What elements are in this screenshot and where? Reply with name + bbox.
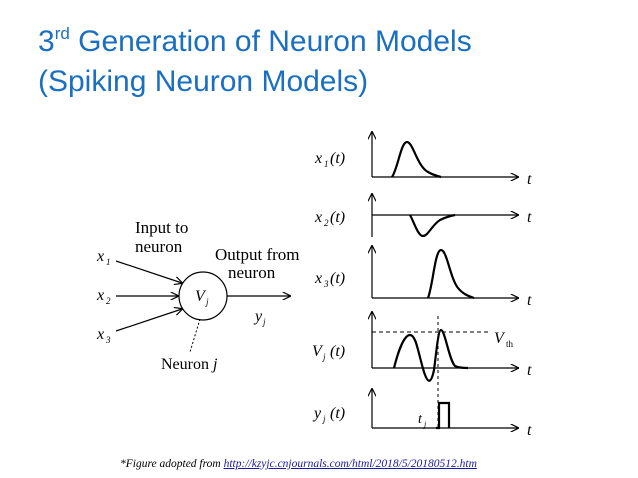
input-x2-label: x 2	[96, 287, 111, 306]
output-spike-pulse	[436, 401, 451, 430]
caption-prefix: *Figure adopted from	[120, 458, 224, 470]
svg-text:t: t	[418, 412, 423, 427]
x2-pulse-curve	[409, 213, 456, 238]
input-arrow-1	[115, 260, 182, 283]
title-line-1: 3rd Generation of Neuron Models	[38, 22, 472, 62]
plot-x2: x 2 (t) t	[314, 194, 532, 238]
svg-text:x: x	[314, 270, 322, 287]
x1-pulse-curve	[391, 140, 442, 179]
plot-x3: x 3 (t) t	[314, 246, 532, 309]
output-label-line2: neuron	[228, 263, 276, 282]
svg-text:1: 1	[324, 159, 329, 169]
input-label-line1: Input to	[135, 218, 188, 237]
svg-text:(t): (t)	[330, 150, 345, 167]
membrane-potential-curve	[392, 328, 469, 382]
svg-text:(t): (t)	[330, 405, 345, 422]
neuron-diagram: Input to neuron Output from neuron x 1 x…	[96, 218, 300, 373]
title-superscript: rd	[54, 24, 70, 43]
svg-text:3: 3	[323, 279, 329, 289]
title-line-2: (Spiking Neuron Models)	[38, 65, 369, 98]
svg-text:x: x	[96, 326, 104, 343]
svg-text:t: t	[527, 422, 532, 439]
neuron-potential-label: V j	[195, 288, 209, 307]
svg-text:x: x	[314, 150, 322, 167]
plot-yj: y j (t) t j t	[312, 389, 532, 439]
svg-text:1: 1	[106, 257, 111, 267]
input-label-line2: neuron	[135, 237, 183, 256]
title-ordinal: 3	[38, 25, 55, 58]
slide-title: 3rd Generation of Neuron Models (Spiking…	[38, 22, 472, 102]
svg-text:j: j	[262, 317, 266, 327]
plot-x1: x 1 (t) t	[314, 132, 532, 188]
output-label-line1: Output from	[215, 245, 300, 264]
svg-text:t: t	[527, 171, 532, 188]
svg-text:V: V	[494, 330, 506, 347]
svg-text:(t): (t)	[330, 270, 345, 287]
figure-caption: *Figure adopted from http://kzyjc.cnjour…	[120, 458, 477, 470]
x3-pulse-curve	[426, 248, 475, 300]
svg-text:j: j	[322, 414, 326, 424]
svg-text:2: 2	[324, 218, 329, 228]
svg-text:3: 3	[105, 335, 111, 345]
title-text: Generation of Neuron Models	[69, 25, 472, 58]
svg-text:j: j	[322, 352, 326, 362]
svg-text:j: j	[423, 420, 427, 429]
svg-text:th: th	[506, 339, 514, 349]
svg-text:x: x	[96, 248, 104, 265]
input-arrow-3	[115, 309, 182, 332]
svg-text:(t): (t)	[330, 343, 345, 360]
input-x1-label: x 1	[96, 248, 111, 267]
svg-text:V: V	[312, 343, 324, 360]
svg-text:y: y	[253, 308, 263, 325]
svg-text:x: x	[314, 209, 322, 226]
spike-time-plots: x 1 (t) t x 2 (t) t x 3 (t) t	[312, 132, 532, 439]
caption-source-link[interactable]: http://kzyjc.cnjournals.com/html/2018/5/…	[223, 458, 477, 470]
svg-text:(t): (t)	[330, 209, 345, 226]
plot-vj: V j (t) V th t	[312, 312, 532, 428]
svg-text:j: j	[205, 297, 209, 307]
svg-text:2: 2	[106, 296, 111, 306]
neuron-j-label: Neuron j	[161, 356, 218, 373]
output-y-label: y j	[253, 308, 266, 327]
svg-text:y: y	[312, 405, 322, 422]
svg-text:x: x	[96, 287, 104, 304]
input-x3-label: x 3	[96, 326, 111, 345]
svg-text:t: t	[527, 292, 532, 309]
svg-text:V: V	[195, 288, 207, 305]
neuron-pointer-line	[189, 318, 201, 353]
svg-text:Neuron j: Neuron j	[161, 356, 218, 373]
svg-text:t: t	[527, 209, 532, 226]
svg-text:t: t	[527, 362, 532, 379]
